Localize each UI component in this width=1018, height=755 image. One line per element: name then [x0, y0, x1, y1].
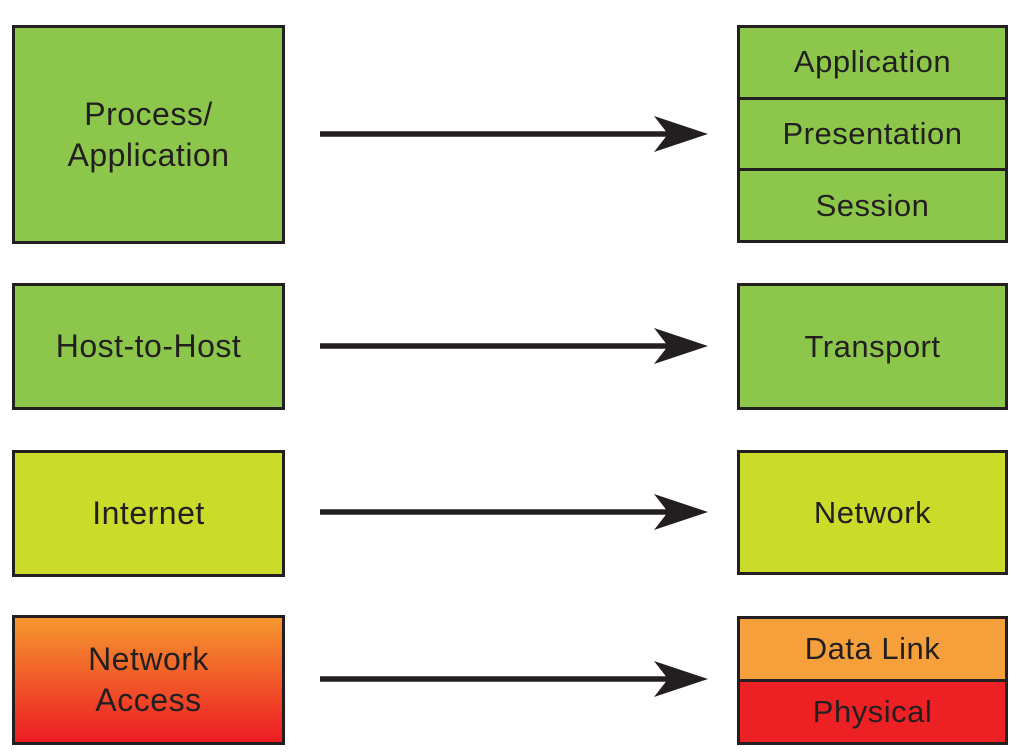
layer-label: Access	[95, 682, 202, 718]
layer-label: Application	[793, 44, 952, 80]
osi-layers-upper-stack: Application Presentation Session	[737, 25, 1008, 243]
layer-label: Presentation	[782, 116, 963, 151]
layer-label: Process/	[84, 95, 213, 132]
mapping-arrow-row-1	[316, 112, 710, 156]
layer-label: Data Link	[804, 631, 941, 666]
osi-layer-transport: Transport	[737, 283, 1008, 410]
tcpip-layer-host-to-host: Host-to-Host	[12, 283, 285, 410]
layer-label: Transport	[804, 328, 941, 364]
layer-label: Internet	[92, 495, 205, 531]
mapping-arrow-row-4	[316, 657, 710, 701]
layer-label: Physical	[812, 694, 933, 729]
tcpip-layer-process-application: Process/ Application	[12, 25, 285, 244]
mapping-arrow-row-2	[316, 324, 710, 368]
osi-layer-network: Network	[737, 450, 1008, 575]
layer-label: Network	[813, 494, 932, 530]
osi-layer-data-link: Data Link	[740, 619, 1005, 679]
layer-label: Session	[815, 187, 930, 223]
osi-layer-session: Session	[740, 168, 1005, 241]
osi-layer-transport-cell: Transport	[740, 286, 1005, 407]
osi-layer-application: Application	[740, 28, 1005, 97]
layer-label: Network	[88, 641, 209, 677]
layer-label: Host-to-Host	[55, 328, 242, 364]
osi-layer-physical: Physical	[740, 679, 1005, 742]
mapping-arrow-row-3	[316, 490, 710, 534]
tcpip-layer-internet: Internet	[12, 450, 285, 577]
osi-layers-lower-stack: Data Link Physical	[737, 616, 1008, 745]
tcpip-layer-network-access: Network Access	[12, 615, 285, 745]
layer-label: Application	[67, 136, 230, 173]
osi-layer-network-cell: Network	[740, 453, 1005, 572]
osi-layer-presentation: Presentation	[740, 96, 1005, 169]
